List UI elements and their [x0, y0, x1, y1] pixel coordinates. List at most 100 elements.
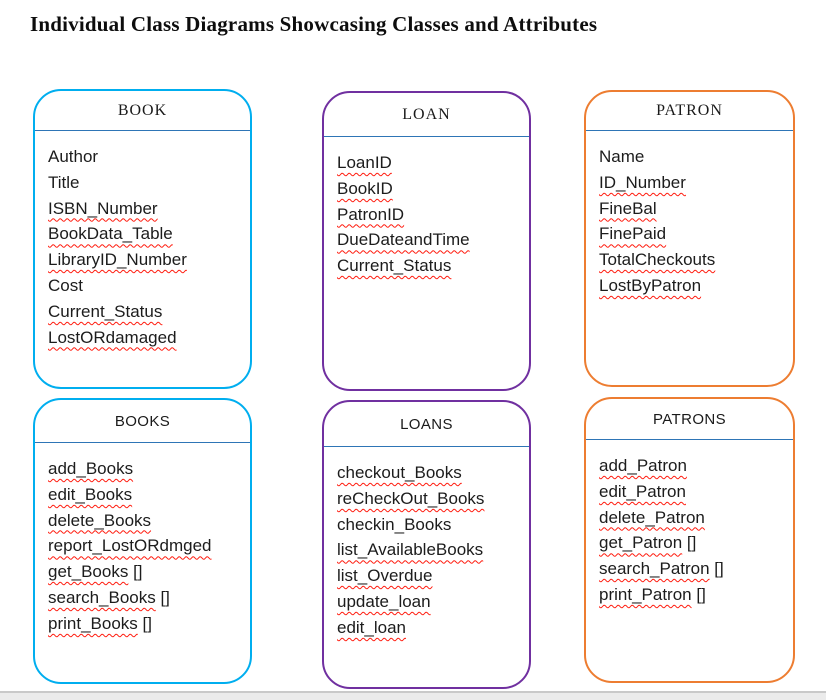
- class-box-loans-methods: checkout_Books reCheckOut_Books checkin_Bo…: [324, 447, 529, 641]
- attribute-item: Title: [48, 170, 244, 196]
- attribute-item: list_AvailableBooks: [337, 537, 523, 563]
- attribute-item: Name: [599, 144, 787, 170]
- plain-text: Name: [599, 147, 645, 166]
- misspelled-text: Current_Status: [48, 301, 163, 321]
- class-box-patrons: PATRONS add_Patron edit_Patron delete_Patr…: [584, 397, 795, 683]
- attribute-item: edit_loan: [337, 615, 523, 641]
- page-title: Individual Class Diagrams Showcasing Cla…: [30, 12, 598, 36]
- attribute-item: BookID: [337, 176, 523, 202]
- attribute-item: edit_Patron: [599, 479, 787, 505]
- misspelled-text: checkout_Books: [337, 463, 462, 482]
- misspelled-text: FinePaid: [599, 224, 667, 244]
- misspelled-text: edit_Patron: [599, 481, 686, 501]
- plain-text: Author: [48, 147, 99, 166]
- misspelled-text: Current_Status: [337, 256, 452, 276]
- class-box-loan-header: LOAN: [324, 93, 529, 137]
- misspelled-text: LibraryID_Number: [48, 250, 187, 270]
- misspelled-text: BookID: [337, 178, 393, 198]
- misspelled-text: BookData_Table: [48, 224, 173, 244]
- attribute-item: delete_Books: [48, 508, 244, 534]
- attribute-item: Author: [48, 144, 244, 170]
- attribute-item: Cost: [48, 273, 244, 299]
- class-box-loans-title: LOANS: [400, 415, 453, 433]
- brackets-suffix: []: [155, 587, 170, 607]
- misspelled-text: get_Patron: [599, 533, 683, 553]
- brackets-suffix: []: [709, 559, 724, 579]
- attribute-item: add_Patron: [599, 453, 787, 479]
- misspelled-text: LostByPatron: [599, 275, 702, 295]
- class-box-patrons-methods: add_Patron edit_Patron delete_Patron get_Pa…: [586, 440, 793, 608]
- misspelled-text: get_Books: [48, 562, 129, 582]
- attribute-item: edit_Books: [48, 482, 244, 508]
- attribute-item: print_Books []: [48, 611, 244, 637]
- misspelled-text: report_LostORdmged: [48, 536, 212, 556]
- attribute-item: get_Patron []: [599, 530, 787, 556]
- brackets-suffix: []: [137, 613, 152, 633]
- attribute-item: Current_Status: [337, 253, 523, 279]
- attribute-item: BookData_Table: [48, 221, 244, 247]
- attribute-item: reCheckOut_Books: [337, 486, 523, 512]
- brackets-suffix: []: [691, 584, 706, 604]
- attribute-item: checkin_Books: [337, 512, 523, 538]
- attribute-item: checkout_Books: [337, 460, 523, 486]
- class-box-books-methods: add_Books edit_Books delete_Books report_Lo…: [35, 443, 250, 637]
- misspelled-text: print_Books: [48, 613, 138, 633]
- class-box-books-header: BOOKS: [35, 400, 250, 443]
- attribute-item: print_Patron []: [599, 582, 787, 608]
- attribute-item: update_loan: [337, 589, 523, 615]
- misspelled-text: LoanID: [337, 153, 392, 172]
- attribute-item: list_Overdue: [337, 563, 523, 589]
- attribute-item: report_LostORdmged: [48, 533, 244, 559]
- misspelled-text: DueDateandTime: [337, 230, 470, 250]
- misspelled-text: delete_Books: [48, 510, 152, 530]
- misspelled-text: reCheckOut_Books: [337, 488, 485, 508]
- misspelled-text: add_Books: [48, 459, 134, 478]
- misspelled-text: list_Overdue: [337, 566, 433, 586]
- class-box-patrons-title: PATRONS: [652, 410, 727, 428]
- attribute-item: LostORdamaged: [48, 325, 244, 351]
- plain-text: Cost: [48, 275, 83, 295]
- attribute-item: DueDateandTime: [337, 227, 523, 253]
- misspelled-text: ISBN_Number: [48, 198, 158, 218]
- attribute-item: delete_Patron: [599, 505, 787, 531]
- misspelled-text: list_AvailableBooks: [337, 540, 484, 560]
- attribute-item: FinePaid: [599, 221, 787, 247]
- misspelled-text: print_Patron: [599, 584, 692, 604]
- class-box-patron-header: PATRON: [586, 92, 793, 131]
- misspelled-text: PatronID: [337, 204, 405, 224]
- misspelled-text: delete_Patron: [599, 507, 705, 527]
- attribute-item: Current_Status: [48, 299, 244, 325]
- attribute-item: FineBal: [599, 196, 787, 222]
- brackets-suffix: []: [682, 533, 697, 553]
- attribute-item: get_Books []: [48, 559, 244, 585]
- attribute-item: TotalCheckouts: [599, 247, 787, 273]
- misspelled-text: search_Patron: [599, 559, 710, 579]
- misspelled-text: FineBal: [599, 198, 657, 218]
- plain-text: Title: [48, 172, 80, 192]
- misspelled-text: update_loan: [337, 591, 431, 611]
- class-box-loans-header: LOANS: [324, 402, 529, 447]
- misspelled-text: TotalCheckouts: [599, 250, 716, 270]
- attribute-item: add_Books: [48, 456, 244, 482]
- attribute-item: ISBN_Number: [48, 196, 244, 222]
- brackets-suffix: []: [128, 562, 143, 582]
- attribute-item: LibraryID_Number: [48, 247, 244, 273]
- attribute-item: PatronID: [337, 202, 523, 228]
- misspelled-text: ID_Number: [599, 172, 686, 192]
- page-bottom-edge: [0, 691, 826, 700]
- attribute-item: search_Books []: [48, 585, 244, 611]
- misspelled-text: add_Patron: [599, 456, 687, 475]
- class-box-book-title: BOOK: [117, 101, 168, 119]
- misspelled-text: edit_Books: [48, 484, 133, 504]
- misspelled-text: edit_loan: [337, 617, 407, 637]
- attribute-item: ID_Number: [599, 170, 787, 196]
